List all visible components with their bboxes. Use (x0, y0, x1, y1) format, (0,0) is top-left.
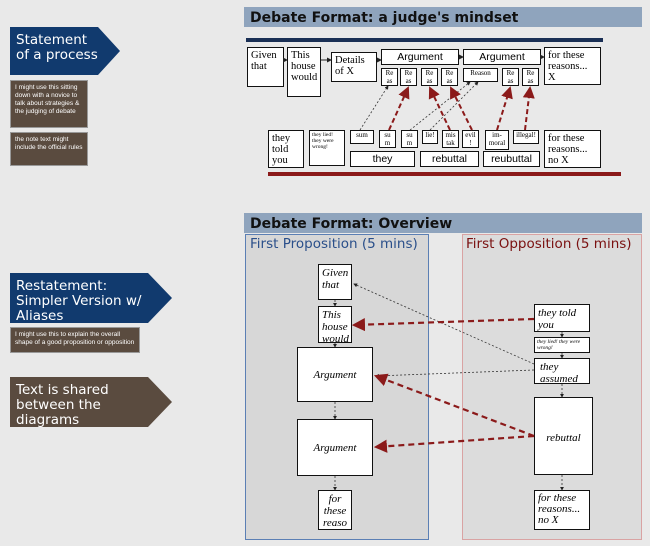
argument-box-1: Argument (381, 49, 459, 65)
argument-box-1: Argument (297, 347, 373, 402)
callout-restatement: Restatement: Simpler Version w/ Aliases (10, 273, 148, 324)
argument-box-2: Argument (297, 419, 373, 476)
reason-box: Re as (441, 68, 458, 86)
reason-box: Re as (522, 68, 539, 86)
given-that-box: Given that (318, 264, 352, 300)
rebuttal-box-2: reubuttal (483, 151, 540, 167)
first-opposition-label: First Opposition (5 mins) (466, 236, 632, 252)
they-lied-box: they lied! they were wrong! (309, 130, 345, 166)
rebuttal-point-box: evil ! (462, 130, 479, 148)
argument-box-2: Argument (463, 49, 541, 65)
this-house-box: This house would (287, 47, 321, 97)
callout-arrow-tip (148, 377, 172, 427)
reason-wide-box: Reason (463, 68, 498, 82)
top-diagram-title: Debate Format: a judge's mindset (244, 7, 642, 27)
first-proposition-label: First Proposition (5 mins) (250, 236, 418, 252)
rebuttal-point-box: im- moral (485, 130, 509, 150)
given-that-box: Given that (247, 47, 284, 87)
note-official-rules: the note text might include the official… (10, 132, 88, 166)
callout-arrow-tip (98, 27, 120, 75)
details-box: Details of X (331, 52, 377, 82)
callout-statement-of-process: Statement of a process (10, 27, 98, 75)
bottom-diagram-title: Debate Format: Overview (244, 213, 642, 233)
rebuttal-point-box: mis tak (442, 130, 459, 148)
they-told-you-box: they told you (534, 304, 590, 332)
reason-box: Re as (400, 68, 417, 86)
rebuttal-box: rebuttal (534, 397, 593, 475)
for-these-reasons-no-x-box: for these reasons... no X (544, 130, 601, 168)
they-lied-box: they lied! they were wrong! (534, 337, 590, 353)
they-told-you-box: they told you (268, 130, 304, 168)
reason-box: Re as (421, 68, 438, 86)
they-assumed-box: they assumed (534, 358, 590, 385)
rebuttal-point-box: su m (379, 130, 396, 148)
they-box: they (350, 151, 415, 167)
for-these-reasons-no-x-box: for these reasons... no X (534, 490, 590, 530)
rebuttal-point-box: lie! (422, 130, 438, 144)
reason-box: Re as (502, 68, 519, 86)
note-novice: I might use this sitting down with a nov… (10, 80, 88, 128)
this-house-box: This house would (318, 306, 352, 345)
note-overall-shape: I might use this to explain the overall … (10, 327, 140, 353)
rebuttal-point-box: sum (350, 130, 374, 144)
for-these-reasons-x-box: for these reasons... X (544, 47, 601, 85)
callout-text-shared: Text is shared between the diagrams (10, 377, 148, 428)
for-these-reasons-box: for these reaso (318, 490, 352, 530)
top-red-rule (268, 172, 621, 176)
rebuttal-point-box: illegal! (513, 130, 539, 144)
reason-box: Re as (381, 68, 398, 86)
rebuttal-point-box: su m (401, 130, 418, 148)
top-blue-rule (246, 38, 603, 42)
rebuttal-box-1: rebuttal (420, 151, 479, 167)
callout-arrow-tip (148, 273, 172, 323)
